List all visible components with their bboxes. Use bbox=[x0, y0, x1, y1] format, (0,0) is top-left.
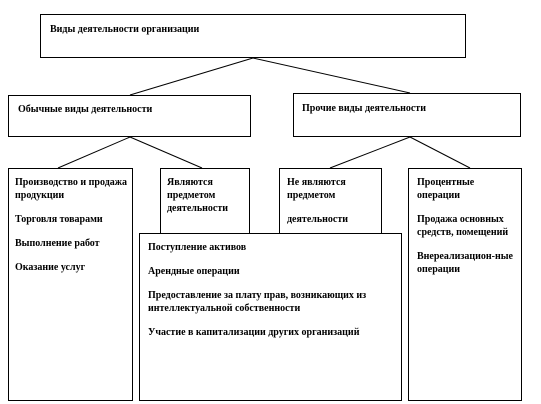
overlay-box: Поступление активов Арендные операции Пр… bbox=[139, 233, 402, 401]
connector-ordinary-production bbox=[57, 136, 131, 169]
other-operations-box: Процентные операции Продажа основных сре… bbox=[408, 168, 522, 401]
production-line: Выполнение работ bbox=[15, 238, 100, 249]
connector-ordinary-subject-yes bbox=[129, 136, 203, 169]
subject-yes-text: Являются предметом деятельности bbox=[167, 177, 229, 214]
production-line: Оказание услуг bbox=[15, 262, 86, 273]
connector-other-subject-no bbox=[329, 136, 411, 169]
other-title: Прочие виды деятельности bbox=[302, 103, 426, 114]
root-box: Виды деятельности организации bbox=[40, 14, 466, 58]
overlay-line: Поступление активов bbox=[148, 242, 247, 253]
connector-root-other bbox=[252, 57, 411, 94]
other-ops-line: Процентные операции bbox=[417, 177, 475, 201]
root-title: Виды деятельности организации bbox=[50, 24, 200, 35]
production-box: Производство и продажа продукции Торговл… bbox=[8, 168, 133, 401]
connector-root-ordinary bbox=[129, 57, 254, 96]
overlay-line: Предоставление за плату прав, возникающи… bbox=[148, 290, 367, 314]
other-ops-line: Внереализацион-ные операции bbox=[417, 251, 513, 275]
ordinary-title: Обычные виды деятельности bbox=[18, 104, 153, 115]
connector-other-ops bbox=[409, 136, 471, 169]
overlay-line: Участие в капитализации других организац… bbox=[148, 327, 360, 338]
subject-no-box: Не являются предметом деятельности bbox=[279, 168, 382, 234]
ordinary-activities-box: Обычные виды деятельности bbox=[8, 95, 251, 137]
other-activities-box: Прочие виды деятельности bbox=[293, 93, 521, 137]
subject-yes-box: Являются предметом деятельности bbox=[160, 168, 250, 234]
subject-no-line: деятельности bbox=[287, 214, 349, 225]
subject-no-line: Не являются предметом bbox=[287, 177, 346, 201]
other-ops-line: Продажа основных средств, помещений bbox=[417, 214, 509, 238]
production-line: Торговля товарами bbox=[15, 214, 103, 225]
production-line: Производство и продажа продукции bbox=[15, 177, 128, 201]
overlay-line: Арендные операции bbox=[148, 266, 240, 277]
